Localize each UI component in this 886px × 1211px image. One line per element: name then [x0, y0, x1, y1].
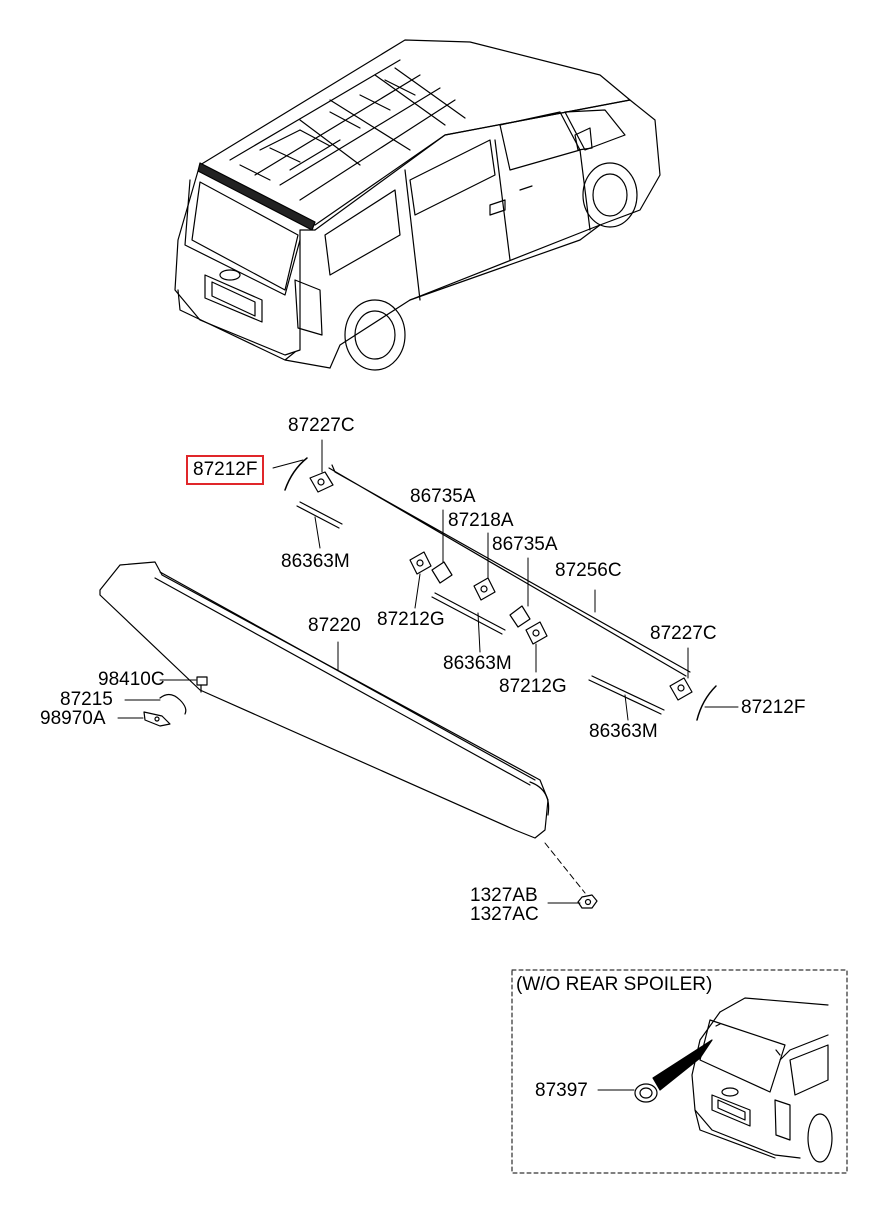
part-label-1327ac[interactable]: 1327AC [470, 904, 539, 925]
part-label-87212g-middle[interactable]: 87212G [499, 676, 567, 697]
part-label-87212g-left[interactable]: 87212G [377, 609, 445, 630]
van-illustration [174, 39, 661, 371]
part-label-87218a[interactable]: 87218A [448, 510, 514, 531]
part-label-86363m-right[interactable]: 86363M [589, 721, 658, 742]
part-label-87256c[interactable]: 87256C [555, 560, 622, 581]
part-label-86363m-left[interactable]: 86363M [281, 551, 350, 572]
part-label-87215[interactable]: 87215 [60, 689, 113, 710]
part-label-86363m-middle[interactable]: 86363M [443, 653, 512, 674]
inset-title: (W/O REAR SPOILER) [516, 974, 713, 995]
part-label-87227c-right[interactable]: 87227C [650, 623, 717, 644]
inset-van-illustration [691, 997, 833, 1163]
part-label-87212f-left-highlighted[interactable]: 87212F [186, 455, 265, 485]
part-label-86735a-first[interactable]: 86735A [410, 486, 476, 507]
part-label-87212f-right[interactable]: 87212F [741, 697, 806, 718]
part-label-87397[interactable]: 87397 [535, 1080, 588, 1101]
part-label-98970a[interactable]: 98970A [40, 708, 106, 729]
part-label-87227c-top[interactable]: 87227C [288, 415, 355, 436]
part-label-87220[interactable]: 87220 [308, 615, 361, 636]
part-label-1327ab[interactable]: 1327AB [470, 885, 538, 906]
part-label-98410c[interactable]: 98410C [98, 669, 165, 690]
part-label-86735a-second[interactable]: 86735A [492, 534, 558, 555]
